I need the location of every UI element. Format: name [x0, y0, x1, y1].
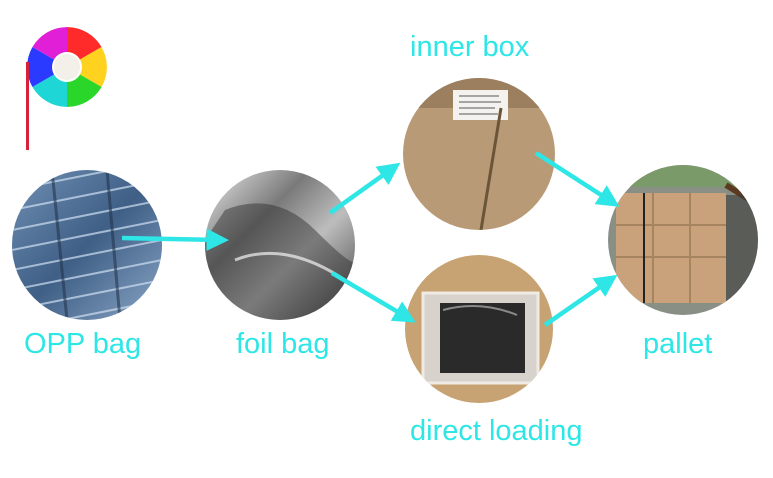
pallet-image — [608, 165, 758, 315]
foil-bag-image — [205, 170, 355, 320]
label-foil-bag: foil bag — [236, 328, 330, 360]
label-pallet: pallet — [643, 328, 713, 360]
opp-bag-image — [12, 170, 162, 320]
label-direct-loading: direct loading — [410, 415, 583, 447]
label-inner-box: inner box — [410, 31, 530, 63]
direct-loading-image — [405, 255, 553, 403]
color-wheel-logo-icon — [20, 22, 110, 152]
arrow-direct-loading-to-pallet — [543, 274, 618, 327]
label-opp-bag: OPP bag — [24, 328, 142, 360]
inner-box-image — [403, 78, 555, 230]
